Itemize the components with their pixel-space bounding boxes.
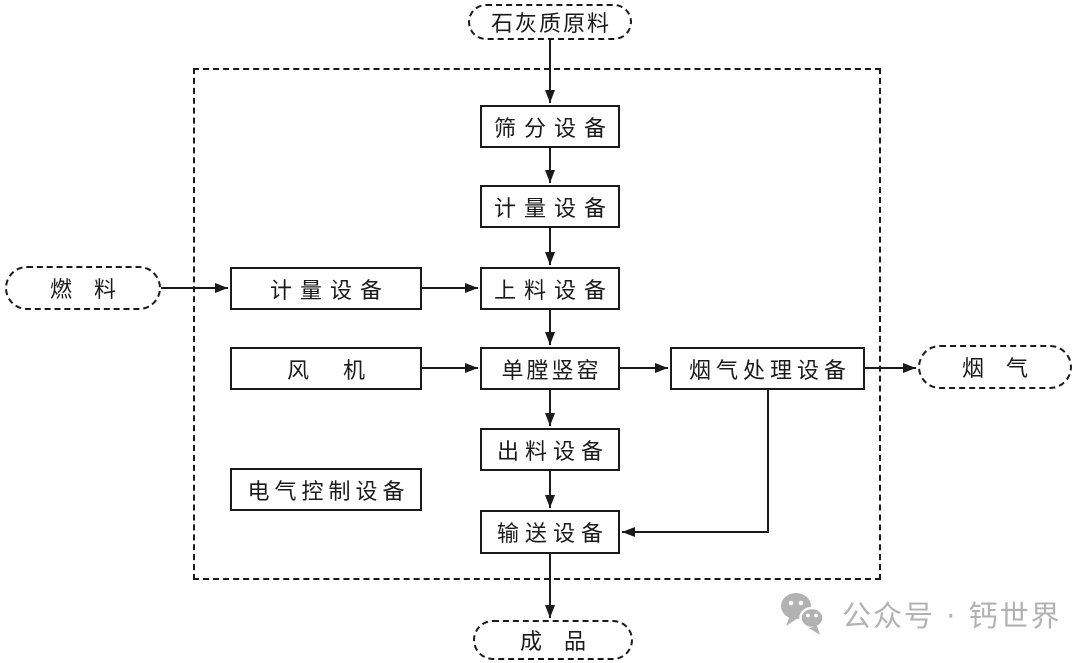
node-label: 燃 料	[49, 278, 116, 303]
node-label: 石灰质原料	[490, 12, 611, 37]
node-discharge-equipment: 出料设备	[480, 428, 620, 471]
node-fuel: 燃 料	[5, 266, 161, 310]
node-sieving-equipment: 筛分设备	[480, 105, 620, 148]
node-limestone-raw-material: 石灰质原料	[468, 4, 632, 40]
node-label: 单膛竖窑	[501, 358, 602, 384]
node-flue-gas: 烟 气	[918, 345, 1072, 389]
node-label: 计量设备	[269, 278, 390, 304]
arrow-flue-treatment-to-conveying	[622, 390, 769, 537]
wechat-icon	[781, 593, 825, 635]
node-single-chamber-shaft-kiln: 单膛竖窑	[480, 347, 620, 390]
node-flue-gas-treatment-equipment: 烟气处理设备	[670, 347, 865, 390]
watermark-text: 公众号 · 钙世界	[842, 599, 1062, 633]
node-label: 风 机	[286, 358, 371, 384]
node-metering-equipment-center: 计量设备	[480, 185, 620, 228]
node-finished-product: 成 品	[473, 620, 633, 660]
node-feeding-equipment: 上料设备	[480, 267, 620, 310]
node-label: 上料设备	[493, 278, 614, 304]
node-label: 出料设备	[496, 439, 609, 465]
node-fan: 风 机	[230, 347, 422, 390]
node-label: 筛分设备	[493, 116, 614, 142]
node-label: 输送设备	[496, 522, 609, 547]
node-label: 电气控制设备	[247, 479, 410, 505]
plant-boundary-dashed-box	[193, 68, 881, 580]
node-label: 烟 气	[961, 357, 1028, 382]
node-electrical-control-equipment: 电气控制设备	[230, 468, 422, 511]
node-label: 计量设备	[493, 196, 614, 222]
watermark: 公众号 · 钙世界	[779, 592, 1062, 636]
node-conveying-equipment: 输送设备	[480, 510, 620, 554]
node-metering-equipment-fuel: 计量设备	[230, 267, 422, 310]
node-label: 烟气处理设备	[688, 358, 851, 384]
node-label: 成 品	[519, 630, 586, 655]
